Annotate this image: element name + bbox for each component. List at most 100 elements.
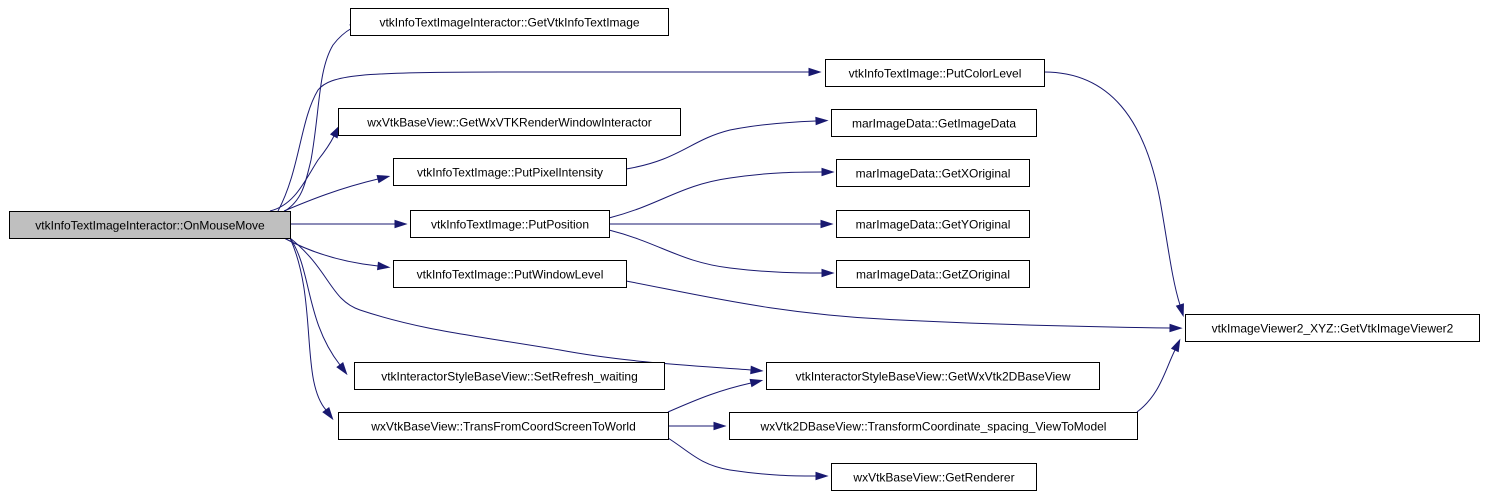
edge-arrowhead xyxy=(322,407,334,421)
node-box[interactable] xyxy=(836,260,1030,288)
edge-n7-to-n15 xyxy=(667,437,829,481)
edge-line xyxy=(625,120,817,170)
edge-line xyxy=(277,71,809,212)
node-label: vtkInfoTextImageInteractor::OnMouseMove xyxy=(35,219,265,233)
edge-arrowhead xyxy=(750,365,764,375)
node-label: marImageData::GetImageData xyxy=(852,117,1016,131)
graph-node[interactable]: marImageData::GetYOriginal xyxy=(836,210,1030,238)
node-label: vtkInfoTextImageInteractor::GetVtkInfoTe… xyxy=(379,16,639,30)
graph-node[interactable]: marImageData::GetImageData xyxy=(831,109,1037,137)
nodes-layer: vtkInfoTextImageInteractor::OnMouseMovev… xyxy=(9,8,1480,491)
edge-line xyxy=(608,229,823,274)
graph-node[interactable]: wxVtk2DBaseView::TransformCoordinate_spa… xyxy=(729,412,1138,440)
graph-node[interactable]: vtkInteractorStyleBaseView::GetWxVtk2DBa… xyxy=(766,362,1100,390)
node-label: wxVtkBaseView::TransFromCoordScreenToWor… xyxy=(370,420,636,434)
edge-n3-to-n9 xyxy=(625,116,829,170)
graph-node[interactable]: wxVtkBaseView::GetRenderer xyxy=(831,463,1037,491)
edge-line xyxy=(289,237,341,366)
edge-arrowhead xyxy=(1169,323,1183,333)
edge-arrowhead xyxy=(815,471,829,481)
edge-n14-to-n16 xyxy=(1136,338,1181,413)
node-label: wxVtkBaseView::GetRenderer xyxy=(852,471,1014,485)
graph-node[interactable]: wxVtkBaseView::GetWxVTKRenderWindowInter… xyxy=(338,108,681,136)
edge-n5-to-n16 xyxy=(625,280,1183,333)
edge-n8-to-n16 xyxy=(1043,71,1184,318)
edge-line xyxy=(625,280,1171,329)
node-label: vtkInteractorStyleBaseView::GetWxVtk2DBa… xyxy=(795,370,1070,384)
graph-node[interactable]: marImageData::GetZOriginal xyxy=(836,260,1030,288)
node-label: marImageData::GetYOriginal xyxy=(856,218,1011,232)
node-box[interactable] xyxy=(1185,314,1480,342)
edge-arrowhead xyxy=(329,124,341,139)
edge-arrowhead xyxy=(1175,303,1184,318)
node-box[interactable] xyxy=(410,210,610,238)
graph-node[interactable]: wxVtkBaseView::TransFromCoordScreenToWor… xyxy=(338,412,669,440)
edge-arrowhead xyxy=(377,261,391,271)
node-box[interactable] xyxy=(831,463,1037,491)
edge-line xyxy=(283,178,379,212)
node-box[interactable] xyxy=(338,412,669,440)
edge-root-to-n3 xyxy=(283,174,391,212)
edge-line xyxy=(1043,71,1181,306)
edges-layer xyxy=(269,21,1184,481)
node-box[interactable] xyxy=(825,59,1045,87)
edge-root-to-n4 xyxy=(290,219,408,229)
graph-node[interactable]: vtkInfoTextImage::PutPixelIntensity xyxy=(393,158,627,186)
graph-node[interactable]: vtkImageViewer2_XYZ::GetVtkImageViewer2 xyxy=(1185,314,1480,342)
edge-root-to-n7 xyxy=(289,237,334,421)
edge-line xyxy=(289,237,327,411)
node-box[interactable] xyxy=(831,109,1037,137)
edge-line xyxy=(269,135,335,212)
edge-root-to-n6 xyxy=(289,237,348,376)
edge-arrowhead xyxy=(820,219,834,229)
edge-arrowhead xyxy=(1170,338,1181,353)
edge-n4-to-n12 xyxy=(608,229,835,278)
node-box[interactable] xyxy=(729,412,1138,440)
edge-arrowhead xyxy=(394,219,408,229)
edge-n7-to-n13 xyxy=(667,378,764,413)
edge-arrowhead xyxy=(821,268,835,278)
edge-root-to-n2 xyxy=(269,124,341,212)
node-label: marImageData::GetXOriginal xyxy=(856,167,1011,181)
node-box[interactable] xyxy=(350,8,669,36)
edge-arrowhead xyxy=(749,378,764,388)
node-box[interactable] xyxy=(9,211,291,239)
node-label: marImageData::GetZOriginal xyxy=(856,268,1010,282)
node-label: wxVtkBaseView::GetWxVTKRenderWindowInter… xyxy=(366,116,652,130)
node-label: vtkInfoTextImage::PutWindowLevel xyxy=(417,268,604,282)
node-box[interactable] xyxy=(836,159,1030,187)
node-box[interactable] xyxy=(338,108,681,136)
edge-root-to-n13 xyxy=(289,237,764,375)
node-box[interactable] xyxy=(393,260,627,288)
edge-arrowhead xyxy=(376,174,391,184)
edge-line xyxy=(608,171,823,219)
node-label: vtkInfoTextImage::PutColorLevel xyxy=(849,67,1022,81)
edge-arrowhead xyxy=(815,116,829,126)
edge-line xyxy=(289,237,752,371)
graph-node[interactable]: vtkInfoTextImage::PutWindowLevel xyxy=(393,260,627,288)
edge-n4-to-n11 xyxy=(609,219,834,229)
node-box[interactable] xyxy=(836,210,1030,238)
edge-line xyxy=(667,437,817,477)
edge-line xyxy=(284,27,353,212)
edge-n7-to-n14 xyxy=(668,421,727,431)
edge-line xyxy=(1136,349,1176,413)
graph-node[interactable]: vtkInteractorStyleBaseView::SetRefresh_w… xyxy=(354,362,665,390)
edge-root-to-n8 xyxy=(277,67,822,212)
graph-node[interactable]: vtkInfoTextImageInteractor::GetVtkInfoTe… xyxy=(350,8,669,36)
graph-node[interactable]: marImageData::GetXOriginal xyxy=(836,159,1030,187)
edge-n4-to-n10 xyxy=(608,167,835,219)
node-label: vtkInteractorStyleBaseView::SetRefresh_w… xyxy=(381,370,638,384)
node-box[interactable] xyxy=(766,362,1100,390)
edge-arrowhead xyxy=(336,362,348,376)
node-box[interactable] xyxy=(354,362,665,390)
node-label: vtkInfoTextImage::PutPosition xyxy=(431,218,589,232)
graph-node[interactable]: vtkInfoTextImage::PutColorLevel xyxy=(825,59,1045,87)
root-node[interactable]: vtkInfoTextImageInteractor::OnMouseMove xyxy=(9,211,291,239)
graph-node[interactable]: vtkInfoTextImage::PutPosition xyxy=(410,210,610,238)
node-label: vtkImageViewer2_XYZ::GetVtkImageViewer2 xyxy=(1212,322,1454,336)
node-box[interactable] xyxy=(393,158,627,186)
node-label: wxVtk2DBaseView::TransformCoordinate_spa… xyxy=(760,420,1107,434)
edge-arrowhead xyxy=(808,67,822,77)
